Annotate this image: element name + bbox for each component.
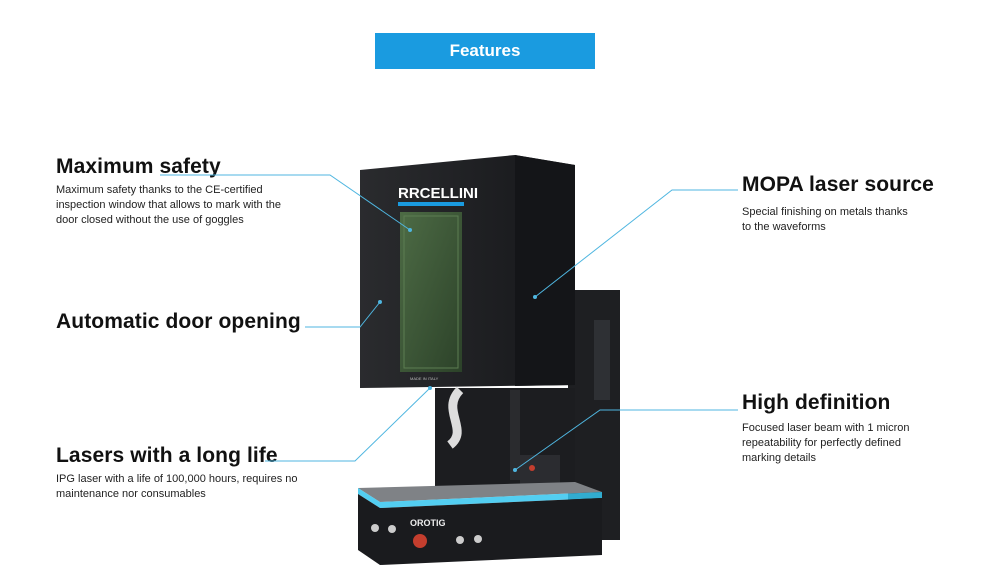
emergency-stop-button [413,534,427,548]
description-line: Focused laser beam with 1 micron [742,422,910,434]
feature-mopa-laser: MOPA laser source Special finishing on m… [742,173,972,235]
inspection-window [400,212,462,372]
description-line: Special finishing on metals thanks [742,206,908,218]
description-line: to the waveforms [742,221,826,233]
feature-title: High definition [742,391,891,414]
description-line: marking details [742,452,816,464]
made-in-label: MADE IN ITALY [410,376,439,381]
extraction-hose [446,386,464,449]
base-button [456,536,464,544]
description-line: door closed without the use of goggles [56,214,244,226]
description-line: repeatability for perfectly defined [742,437,901,449]
led-glow [358,488,602,508]
feature-description: IPG laser with a life of 100,000 hours, … [56,472,346,502]
description-line: inspection window that allows to mark wi… [56,199,281,211]
callout-line-longlife [265,387,431,462]
description-line: IPG laser with a life of 100,000 hours, … [56,473,298,485]
features-banner-label: Features [449,41,521,60]
feature-title: MOPA laser source [742,173,934,196]
feature-title: Automatic door opening [56,310,301,333]
feature-automatic-door: Automatic door opening [56,310,326,334]
features-banner: Features [375,33,595,69]
feature-description: Maximum safety thanks to the CE-certifie… [56,183,346,228]
laser-marking-machine-illustration: RRCELLINI MADE IN ITALY OROTIG [358,155,620,565]
control-panel [520,455,560,485]
brand-underline [398,202,464,206]
cabinet-side [515,155,575,386]
description-line: Maximum safety thanks to the CE-certifie… [56,184,263,196]
feature-long-life: Lasers with a long life IPG laser with a… [56,444,346,502]
description-line: maintenance nor consumables [56,488,206,500]
callout-line-door [305,301,381,328]
indicator-light [529,465,535,471]
window-frame [403,215,459,369]
callout-line-definition [514,409,738,471]
base-button [474,535,482,543]
feature-title: Maximum safety [56,155,221,178]
feature-title: Lasers with a long life [56,444,278,467]
callout-dot [378,300,382,304]
feature-description: Special finishing on metals thanks to th… [742,205,972,235]
callout-dot [533,295,537,299]
base-button [388,525,396,533]
callout-line-safety [160,174,411,231]
callout-line-mopa [534,189,738,298]
base-button [371,524,379,532]
brand-logo: RRCELLINI [398,185,478,202]
model-label: OROTIG [410,518,446,528]
callout-dot [428,386,432,390]
feature-high-definition: High definition Focused laser beam with … [742,391,972,466]
feature-description: Focused laser beam with 1 micron repeata… [742,421,972,466]
vent-grille [594,320,610,400]
column [510,390,520,480]
callout-dot [513,468,517,472]
worktable [358,482,602,502]
callout-dot [408,228,412,232]
feature-maximum-safety: Maximum safety Maximum safety thanks to … [56,155,346,228]
